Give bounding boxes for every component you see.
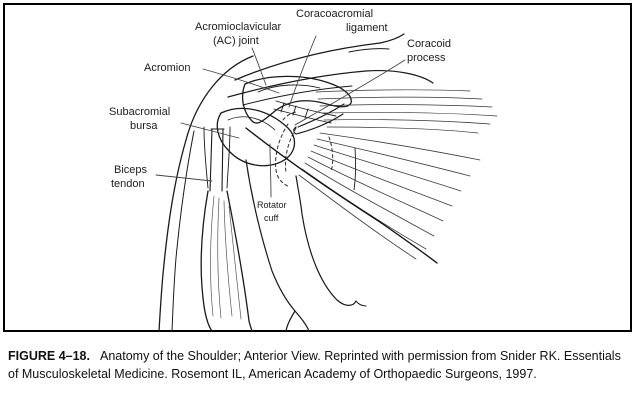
caption-text: Anatomy of the Shoulder; Anterior View. …: [8, 349, 621, 381]
label-text: Coracoid: [407, 38, 452, 50]
biceps-muscle-striations: [210, 195, 242, 320]
label-text: process: [407, 52, 446, 64]
figure-caption: FIGURE 4–18.Anatomy of the Shoulder; Ant…: [8, 347, 630, 383]
label-text: ligament: [346, 22, 388, 34]
figure-frame: Coracoacromial ligament Acromioclavicula…: [3, 3, 632, 332]
figure-number: FIGURE 4–18.: [8, 349, 90, 363]
label-text: Acromioclavicular: [195, 21, 282, 33]
label-text: (AC) joint: [213, 35, 259, 47]
clavicle-outline: [227, 69, 434, 106]
humerus-outline: [245, 159, 367, 332]
label-text: Acromion: [144, 62, 191, 74]
coracoid-process-outline: [293, 103, 345, 135]
upper-muscle-striations: [315, 89, 498, 134]
label-text: Coracoacromial: [296, 8, 374, 20]
deltoid-muscle-fan: [298, 132, 481, 260]
label-leader-lines: [155, 35, 406, 198]
label-text: Subacromial: [109, 106, 171, 118]
label-text: cuff: [264, 213, 279, 223]
shoulder-outline: [158, 33, 405, 332]
acromion-outline: [241, 75, 352, 124]
shoulder-anatomy-illustration: [155, 33, 498, 332]
label-text: bursa: [130, 120, 158, 132]
rotator-cuff-dashed-outline: [275, 111, 334, 188]
deltoid-lower-edge: [245, 127, 438, 264]
biceps-tendon-outline: [203, 126, 231, 192]
coracoacromial-ligament-lines: [273, 100, 337, 124]
label-text: tendon: [111, 178, 145, 190]
biceps-muscle-outline: [200, 190, 253, 332]
label-text: Rotator: [257, 200, 287, 210]
label-text: Biceps: [114, 164, 148, 176]
